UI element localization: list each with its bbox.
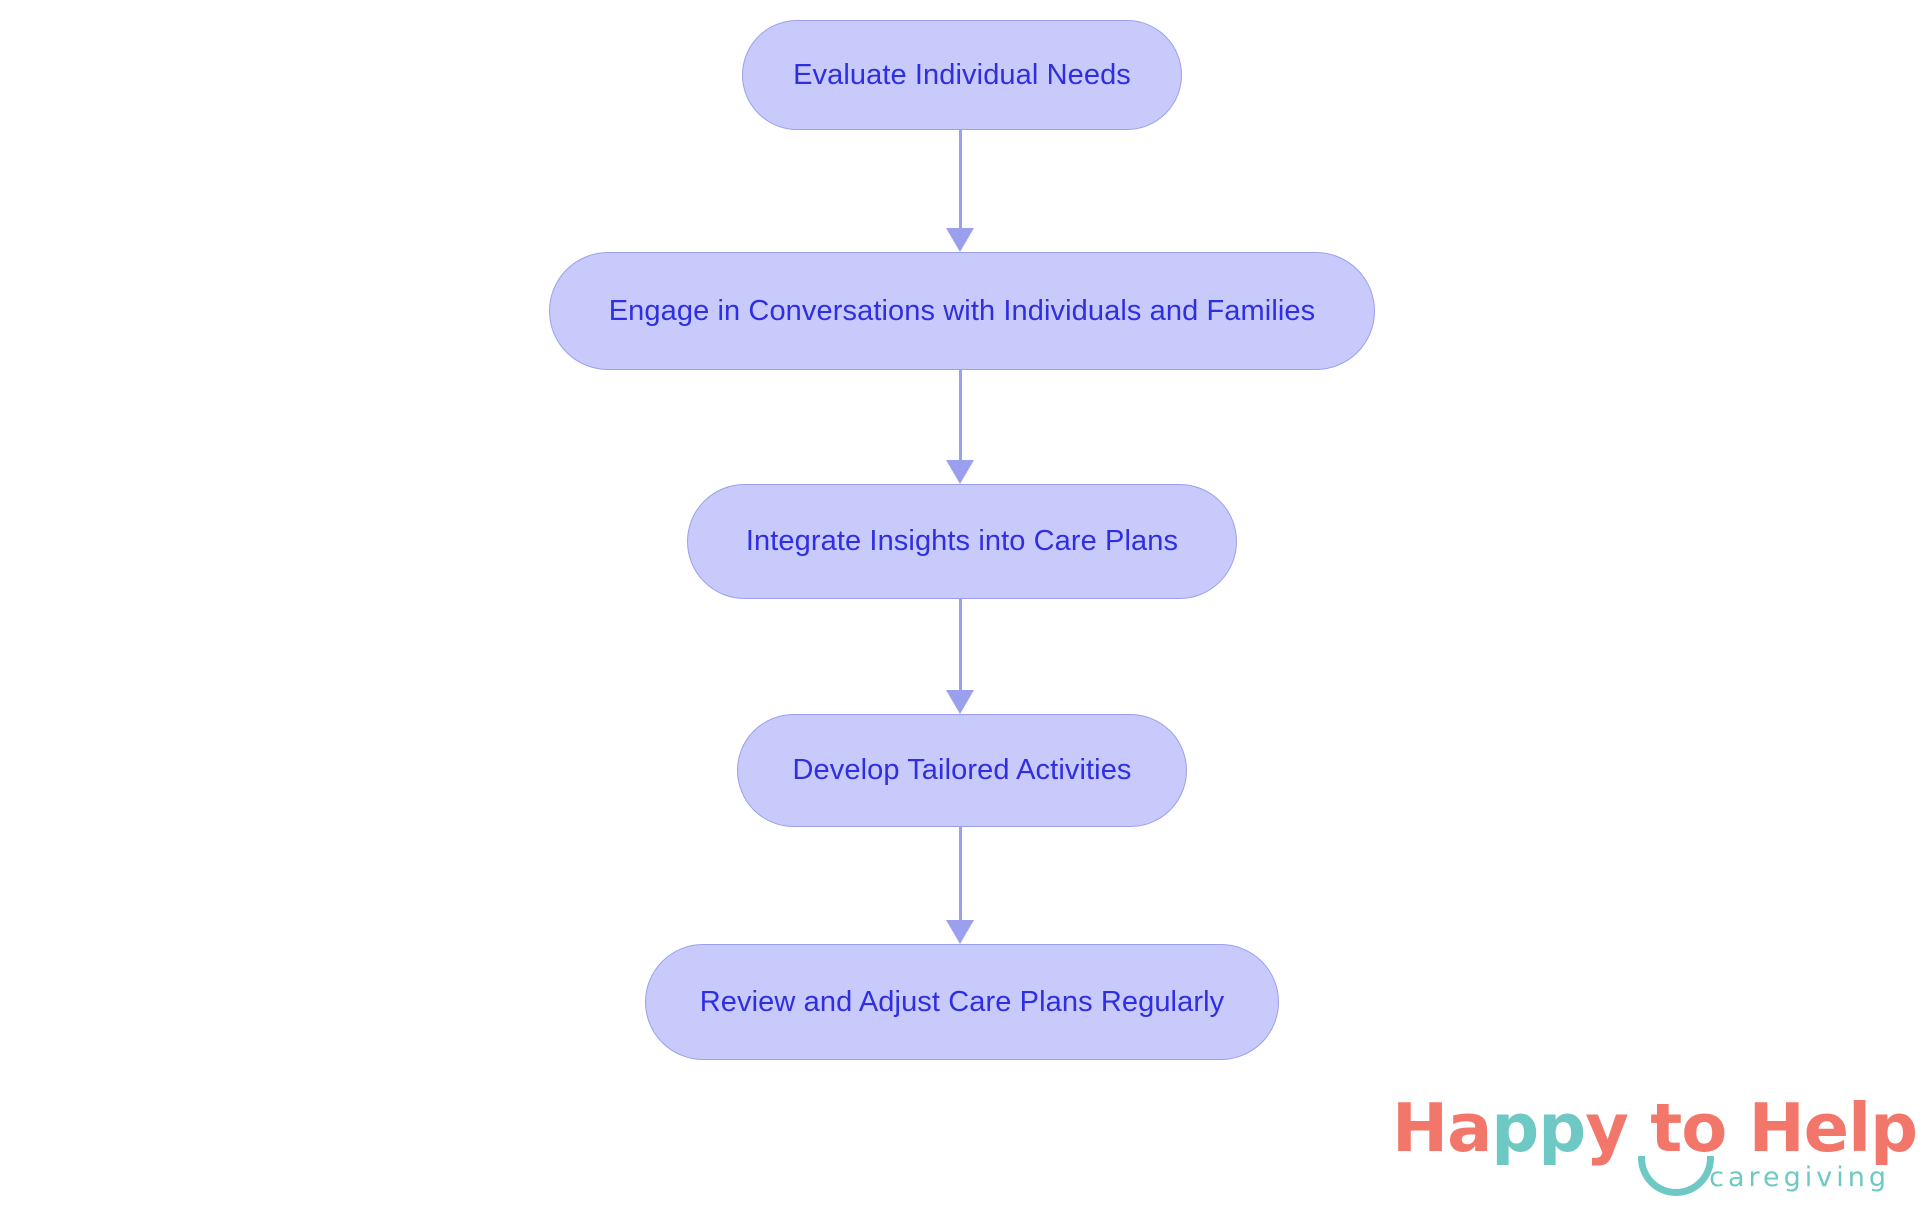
brand-logo-tagline: caregiving: [1709, 1162, 1890, 1193]
flow-node-engage-in-conversations[interactable]: Engage in Conversations with Individuals…: [549, 252, 1375, 370]
flow-node-label: Integrate Insights into Care Plans: [745, 525, 1179, 557]
flow-edge-arrowhead-1: [946, 228, 974, 252]
brand-logo-word-part-2: pp: [1491, 1089, 1586, 1167]
flow-node-integrate-insights[interactable]: Integrate Insights into Care Plans: [687, 484, 1237, 599]
flow-edge-line-4: [959, 827, 963, 920]
flow-node-develop-tailored-activities[interactable]: Develop Tailored Activities: [737, 714, 1187, 827]
flow-edge-arrowhead-4: [946, 920, 974, 944]
brand-logo-word-part-1: Ha: [1392, 1089, 1492, 1167]
flow-node-review-and-adjust-care-plans[interactable]: Review and Adjust Care Plans Regularly: [645, 944, 1279, 1060]
brand-logo-wordmark: Happy to Help: [1392, 1089, 1918, 1167]
brand-logo: Happy to Help caregiving: [1392, 1089, 1918, 1205]
flow-node-label: Review and Adjust Care Plans Regularly: [699, 985, 1225, 1018]
flow-edge-arrowhead-2: [946, 460, 974, 484]
flow-edge-line-1: [959, 130, 963, 228]
flow-node-label: Engage in Conversations with Individuals…: [608, 294, 1316, 327]
flow-edge-line-2: [959, 370, 963, 460]
flow-edge-line-3: [959, 599, 963, 690]
flow-edge-arrowhead-3: [946, 690, 974, 714]
flow-node-label: Develop Tailored Activities: [792, 754, 1132, 786]
flow-node-evaluate-individual-needs[interactable]: Evaluate Individual Needs: [742, 20, 1182, 130]
flow-node-label: Evaluate Individual Needs: [793, 58, 1131, 91]
brand-logo-word-part-3: y to Help: [1585, 1089, 1918, 1167]
smile-icon: [1638, 1156, 1714, 1196]
